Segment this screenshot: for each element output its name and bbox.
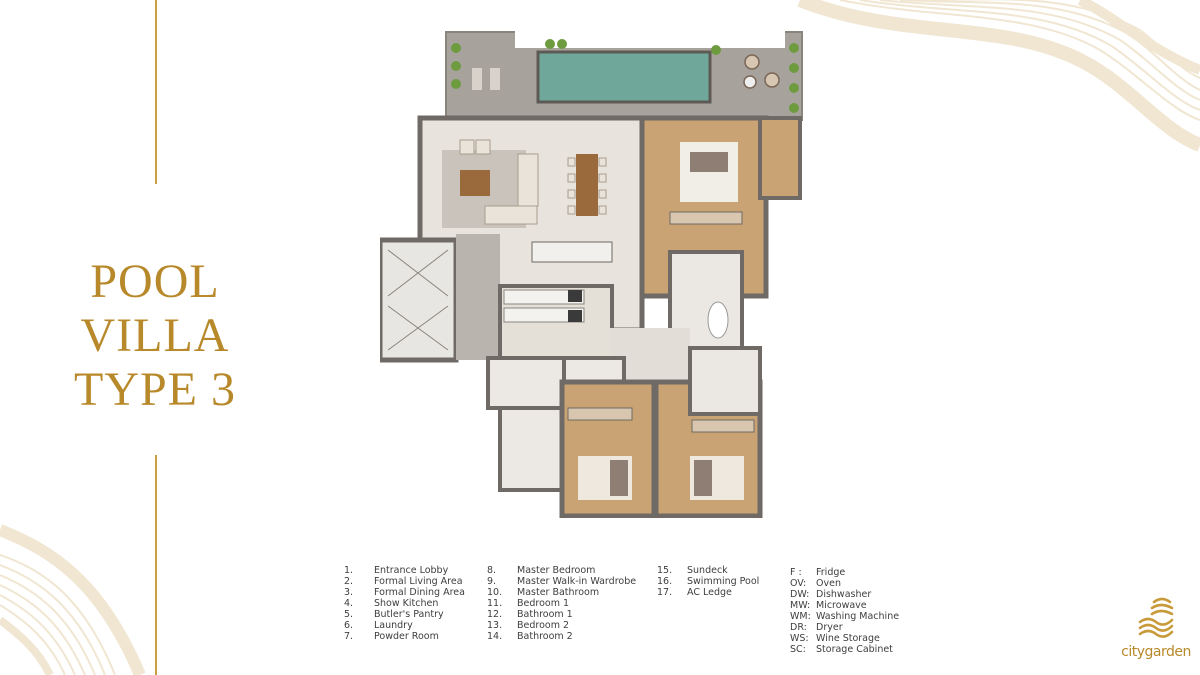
sofa-side (517, 153, 539, 207)
wardrobe-1 (567, 407, 633, 421)
legend-item: 8.Master Bedroom (487, 565, 596, 576)
legend-item: WS:Wine Storage (790, 633, 880, 644)
armchair-1 (459, 139, 475, 155)
sun-loungers (472, 68, 500, 90)
title-line-1: POOL (90, 255, 220, 308)
kitchen-island (531, 241, 613, 263)
legend-item: WM:Washing Machine (790, 611, 900, 622)
decorative-swirl-bottom-left (0, 524, 146, 675)
divider-line-top (155, 0, 157, 184)
legend-item: 3.Formal Dining Area (344, 587, 465, 598)
legend-item: 10.Master Bathroom (487, 587, 600, 598)
legend-item: 14.Bathroom 2 (487, 631, 573, 642)
plants (451, 39, 799, 113)
dining-chairs (567, 157, 607, 215)
legend-item: 1.Entrance Lobby (344, 565, 449, 576)
legend-item: 13.Bedroom 2 (487, 620, 570, 631)
legend-item: OV:Oven (790, 578, 841, 589)
legend-item: SC:Storage Cabinet (790, 644, 893, 655)
legend-rooms-col3: 15.Sundeck 16.Swimming Pool 17.AC Ledge (657, 565, 759, 598)
title-line-2: VILLA (80, 309, 230, 362)
logo-text: citygarden (1121, 644, 1191, 660)
sitting-nook (758, 116, 802, 200)
legend-item: MW:Microwave (790, 600, 867, 611)
page-title: POOL VILLA TYPE 3 (60, 255, 250, 417)
legend-item: DW:Dishwasher (790, 589, 872, 600)
citygarden-logo: citygarden (1118, 596, 1194, 666)
decorative-swirl-top-right (797, 0, 1200, 152)
legend-item: 12.Bathroom 1 (487, 609, 573, 620)
armchair-2 (475, 139, 491, 155)
legend-item: 6.Laundry (344, 620, 413, 631)
legend-item: 16.Swimming Pool (657, 576, 760, 587)
legend-item: 2.Formal Living Area (344, 576, 463, 587)
legend-rooms-col2: 8.Master Bedroom 9.Master Walk-in Wardro… (487, 565, 636, 642)
terrace-chairs (743, 54, 780, 89)
legend-item: DR:Dryer (790, 622, 843, 633)
floor-plan (380, 28, 803, 518)
building-waves-icon (1138, 597, 1174, 638)
dining-table (576, 154, 598, 216)
entrance-lobby (456, 234, 500, 360)
legend-item: 7.Powder Room (344, 631, 439, 642)
divider-line-bottom (155, 455, 157, 675)
swimming-pool (536, 50, 712, 104)
legend-item: 5.Butler's Pantry (344, 609, 444, 620)
legend-rooms-col1: 1.Entrance Lobby 2.Formal Living Area 3.… (344, 565, 465, 642)
bathtub (707, 301, 729, 339)
lift-core (380, 237, 459, 363)
legend-item: 11.Bedroom 1 (487, 598, 570, 609)
butlers-pantry (498, 406, 566, 492)
legend-item: 9.Master Walk-in Wardrobe (487, 576, 637, 587)
legend-item: 4.Show Kitchen (344, 598, 439, 609)
legend-abbreviations: F :Fridge OV:Oven DW:Dishwasher MW:Micro… (790, 567, 899, 655)
laundry (486, 356, 566, 410)
pool-cutout-top (515, 28, 785, 48)
title-line-3: TYPE 3 (74, 363, 236, 416)
legend-item: 15.Sundeck (657, 565, 728, 576)
legend-item: 17.AC Ledge (657, 587, 732, 598)
wardrobe-2 (691, 419, 755, 433)
walk-in-wardrobe (669, 211, 743, 225)
legend-item: F :Fridge (790, 567, 846, 578)
coffee-table (460, 170, 490, 196)
bathroom-2 (688, 346, 762, 416)
sofa (484, 205, 538, 225)
